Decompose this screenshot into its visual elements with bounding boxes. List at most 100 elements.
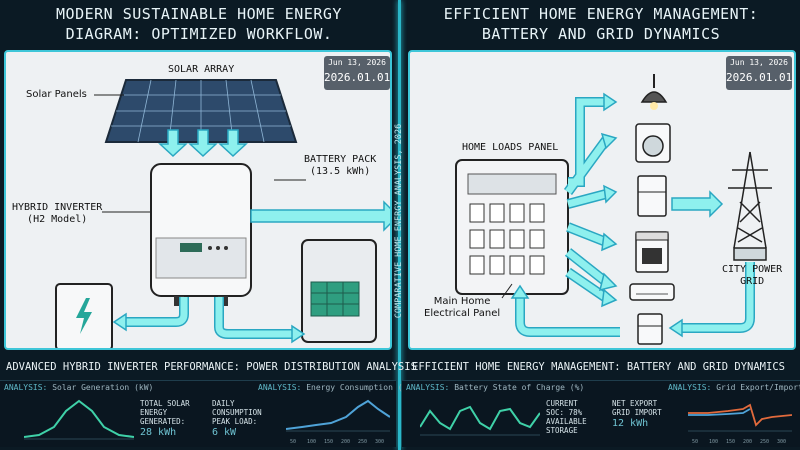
right-diagram-svg (455, 74, 772, 345)
battery-metric-line3: AVAILABLE (546, 417, 587, 426)
right-date-big: 2026.01.01 (726, 71, 793, 84)
grid-export-arrow (671, 190, 724, 218)
battery-pack-label-1: BATTERY PACK (304, 154, 377, 165)
right-title-line2: BATTERY AND GRID DYNAMICS (481, 25, 721, 43)
grid-metric: NET EXPORT GRID IMPORT 12 kWh (612, 399, 662, 430)
battery-metric-line2: SOC: 78% (546, 408, 583, 417)
analysis-strip-left: ANALYSIS: Solar Generation (kW) TOTAL SO… (0, 380, 422, 447)
grid-tick-2: 100 (709, 439, 719, 445)
refrigerator-icon (637, 175, 667, 217)
solar-generation-sparkline (24, 399, 134, 440)
wall-charger-icon (55, 283, 113, 348)
left-caption: ADVANCED HYBRID INVERTER PERFORMANCE: PO… (6, 361, 417, 373)
battery-analysis-title: ANALYSIS: Battery State of Charge (%) (406, 383, 584, 392)
consumption-metric: DAILY CONSUMPTION PEAK LOAD: 6 kW (212, 399, 262, 439)
right-caption: EFFICIENT HOME ENERGY MANAGEMENT: BATTER… (412, 361, 785, 373)
grid-analysis-name: Grid Export/Import (kW) (716, 383, 800, 392)
hybrid-inverter-icon (150, 163, 252, 306)
battery-pack-label: BATTERY PACK (13.5 kWh) (304, 154, 376, 178)
solar-metric-value: 28 kWh (140, 427, 177, 438)
stove-icon (635, 231, 669, 273)
solar-analysis-title: ANALYSIS: Solar Generation (kW) (4, 383, 153, 392)
solar-arrows (158, 129, 248, 158)
left-title-line2: DIAGRAM: OPTIMIZED WORKFLOW. (65, 25, 333, 43)
solar-analysis-prefix: ANALYSIS: (4, 383, 48, 392)
consumption-tick-3: 150 (324, 439, 334, 445)
left-date-big: 2026.01.01 (324, 71, 391, 84)
energy-consumption-sparkline (286, 399, 390, 432)
consumption-tick-1: 50 (290, 439, 297, 445)
battery-metric-line4: STORAGE (546, 426, 578, 435)
grid-export-import-sparkline (688, 403, 792, 432)
consumption-metric-value: 6 kW (212, 427, 237, 438)
grid-metric-line1: NET EXPORT (612, 399, 658, 408)
city-grid-label-2: GRID (740, 276, 765, 287)
left-title-line1: MODERN SUSTAINABLE HOME ENERGY (56, 5, 342, 23)
vertical-caption: COMPARATIVE HOME ENERGY ANALYSIS, 2026 (392, 96, 406, 346)
fridge-small-icon (637, 313, 663, 345)
main-panel-label: Main Home Electrical Panel (424, 296, 500, 320)
right-title-line1: EFFICIENT HOME ENERGY MANAGEMENT: (443, 5, 759, 23)
grid-analysis-title: ANALYSIS: Grid Export/Import (kW) (668, 383, 800, 392)
battery-pack-label-2: (13.5 kWh) (310, 166, 371, 177)
consumption-analysis-prefix: ANALYSIS: (258, 383, 302, 392)
left-title: MODERN SUSTAINABLE HOME ENERGY DIAGRAM: … (0, 4, 398, 48)
battery-analysis-name: Battery State of Charge (%) (454, 383, 585, 392)
center-divider (398, 0, 401, 450)
solar-panels-label: Solar Panels (26, 89, 87, 100)
inverter-to-loads-arrow (250, 200, 390, 232)
left-diagram-panel: Jun 13, 2026 2026.01.01 SOLAR ARRAY Sola… (4, 50, 392, 350)
battery-metric-line1: CURRENT (546, 399, 578, 408)
solar-array-label: SOLAR ARRAY (168, 64, 235, 75)
battery-soc-sparkline (420, 405, 540, 436)
consumption-tick-6: 300 (375, 439, 385, 445)
hybrid-inverter-label: HYBRID INVERTER (H2 Model) (12, 202, 102, 226)
consumption-tick-4: 200 (341, 439, 351, 445)
inverter-battery-arrow (214, 297, 294, 339)
analysis-strip-right: ANALYSIS: Battery State of Charge (%) CU… (402, 380, 800, 447)
left-date-small: Jun 13, 2026 (328, 58, 386, 67)
consumption-metric-line1: DAILY (212, 399, 235, 408)
air-conditioner-icon (629, 283, 675, 301)
battery-metric: CURRENT SOC: 78% AVAILABLE STORAGE (546, 399, 587, 435)
home-loads-label: HOME LOADS PANEL (462, 142, 559, 153)
right-date-small: Jun 13, 2026 (730, 58, 788, 67)
washing-machine-icon (635, 123, 671, 163)
right-title: EFFICIENT HOME ENERGY MANAGEMENT: BATTER… (402, 4, 800, 48)
grid-metric-value: 12 kWh (612, 418, 649, 429)
grid-metric-line2: GRID IMPORT (612, 408, 662, 417)
right-date-badge: Jun 13, 2026 2026.01.01 (726, 56, 792, 90)
transmission-tower-icon (728, 151, 772, 261)
grid-tick-3: 150 (726, 439, 736, 445)
consumption-tick-5: 250 (358, 439, 368, 445)
battery-analysis-prefix: ANALYSIS: (406, 383, 450, 392)
solar-metric-line1: TOTAL SOLAR (140, 399, 190, 408)
consumption-metric-line3: PEAK LOAD: (212, 417, 258, 426)
grid-analysis-prefix: ANALYSIS: (668, 383, 712, 392)
home-loads-panel-icon (455, 159, 569, 295)
right-diagram-panel: Jun 13, 2026 2026.01.01 HOME LOADS PANEL… (408, 50, 796, 350)
grid-tick-1: 50 (692, 439, 699, 445)
vertical-caption-text: COMPARATIVE HOME ENERGY ANALYSIS, 2026 (394, 123, 404, 319)
grid-tick-5: 250 (760, 439, 770, 445)
hybrid-inverter-label-1: HYBRID INVERTER (12, 202, 103, 213)
solar-metric: TOTAL SOLAR ENERGY GENERATED: 28 kWh (140, 399, 190, 439)
grid-tick-4: 200 (743, 439, 753, 445)
grid-tick-6: 300 (777, 439, 787, 445)
main-panel-label-1: Main Home (433, 296, 491, 307)
city-grid-label-1: CITY POWER (722, 264, 783, 275)
ceiling-lamp-icon (640, 74, 668, 110)
consumption-metric-line2: CONSUMPTION (212, 408, 262, 417)
consumption-analysis-title: ANALYSIS: Energy Consumption (kWh) (258, 383, 422, 392)
solar-metric-line2: ENERGY (140, 408, 168, 417)
left-diagram-svg (55, 79, 390, 348)
city-grid-label: CITY POWER GRID (722, 264, 782, 288)
hybrid-inverter-label-2: (H2 Model) (27, 214, 88, 225)
solar-analysis-name: Solar Generation (kW) (52, 383, 154, 392)
left-date-badge: Jun 13, 2026 2026.01.01 (324, 56, 390, 90)
main-panel-label-2: Electrical Panel (424, 308, 501, 319)
solar-metric-line3: GENERATED: (140, 417, 186, 426)
consumption-tick-2: 100 (307, 439, 317, 445)
battery-pack-icon (301, 239, 377, 343)
consumption-analysis-name: Energy Consumption (kWh) (306, 383, 422, 392)
